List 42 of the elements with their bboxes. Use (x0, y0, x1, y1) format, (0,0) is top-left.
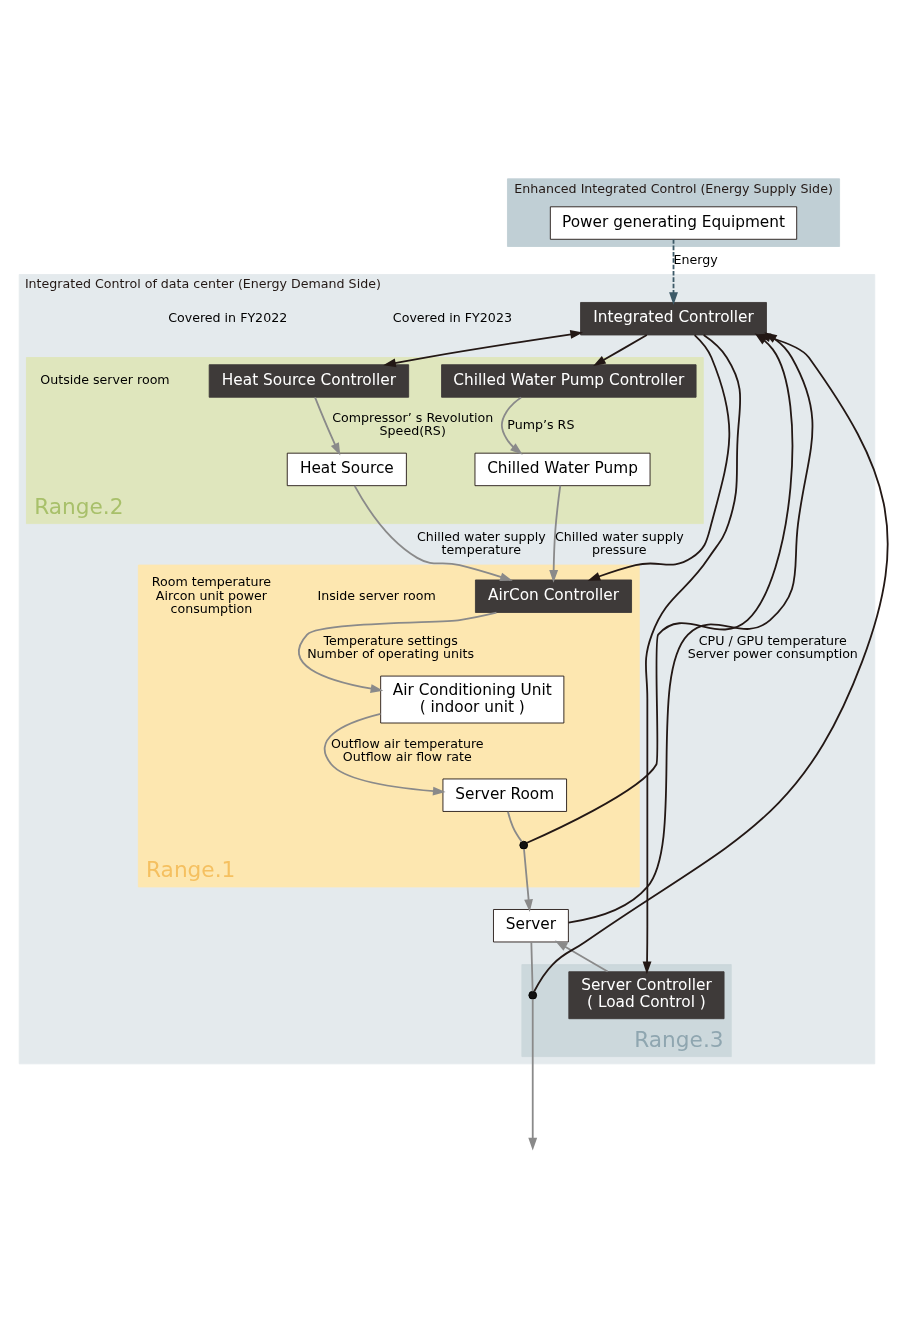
arrow (523, 848, 533, 912)
edge-label: Outflow air temperature Outflow air flow rate (330, 735, 484, 765)
arrow (587, 334, 731, 581)
node-box: Chilled Water Pump Controller (441, 364, 697, 398)
node-circle (519, 840, 529, 850)
node-box: Heat Source (286, 452, 407, 487)
node-box: Heat Source Controller (208, 364, 410, 398)
arrow (298, 611, 498, 693)
connector (530, 941, 534, 993)
node-circle (528, 990, 538, 1000)
node-box: Air Conditioning Unit ( indoor unit ) (380, 675, 565, 724)
arrow (554, 940, 609, 973)
node-box: AirCon Controller (475, 579, 632, 613)
label: Inside server room (317, 587, 436, 603)
connector (507, 810, 523, 843)
arrow (549, 484, 562, 583)
arrow (323, 713, 446, 796)
arrow (528, 998, 538, 1151)
edge-label: Energy (673, 251, 718, 267)
edge-label: Compressor’ s Revolution Speed(RS) (332, 409, 494, 439)
edge-label: Temperature settings Number of operating units (307, 632, 475, 662)
arrow (593, 334, 648, 367)
arrow (383, 330, 583, 368)
arrow (500, 396, 523, 455)
label: Room temperature Aircon unit power consumption (151, 574, 272, 617)
arrow (642, 334, 742, 975)
node-box: Integrated Controller (580, 302, 767, 336)
arrow (669, 238, 678, 305)
node-box: Server Room (442, 778, 568, 812)
arrow (314, 396, 341, 456)
edge-label: Chilled water supply temperature (416, 528, 546, 558)
node-box: Server (493, 909, 569, 943)
node-box: Power generating Equipment (549, 206, 798, 240)
edge-label: CPU / GPU temperature Server power consumption (687, 632, 858, 662)
edge-label: Chilled water supply pressure (555, 528, 684, 558)
arrow (353, 485, 513, 582)
label: Covered in FY2023 (392, 310, 512, 326)
edge-label: Pump’s RS (507, 416, 575, 432)
label: Outside server room (40, 372, 170, 388)
node-box: Chilled Water Pump (474, 452, 651, 487)
node-box: Server Controller ( Load Control ) (568, 971, 725, 1020)
label: Covered in FY2022 (168, 310, 288, 326)
